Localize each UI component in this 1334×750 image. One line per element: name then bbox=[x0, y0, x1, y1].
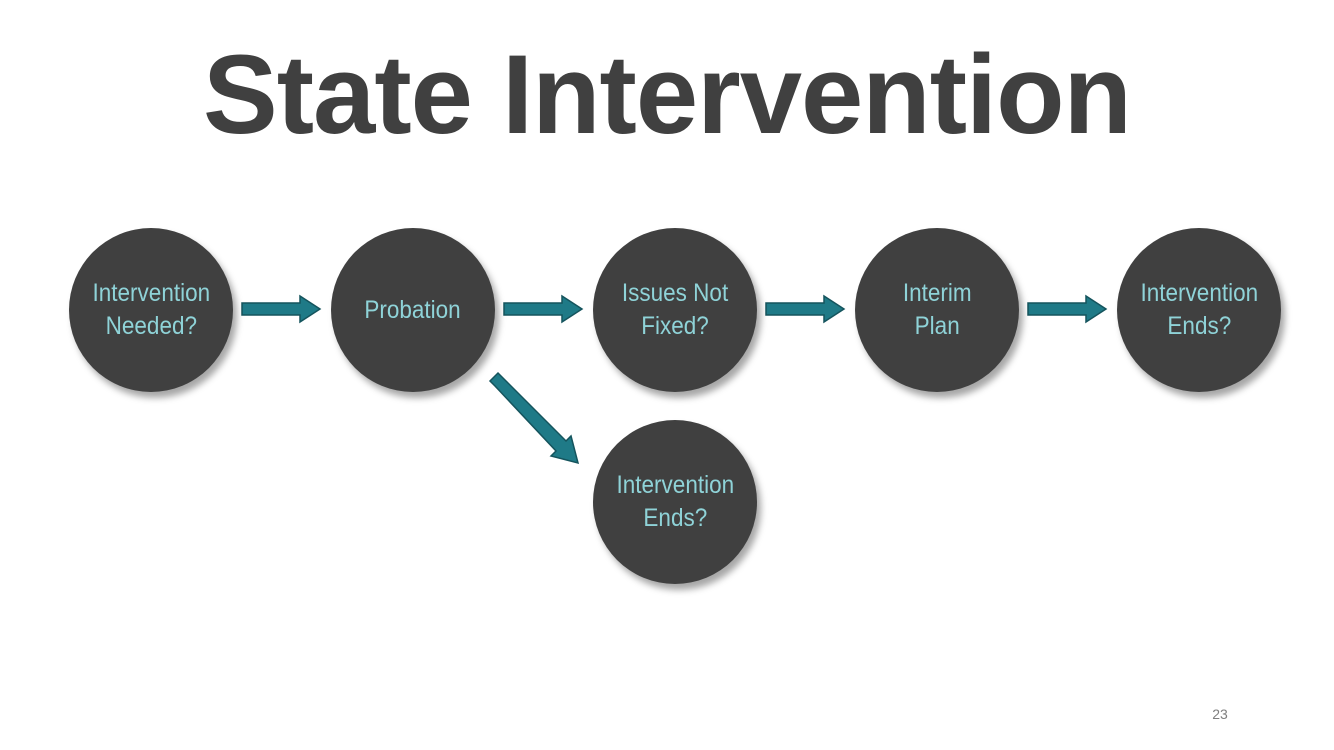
arrow-probation-to-issues-not-fixed bbox=[503, 294, 584, 324]
slide-title: State Intervention bbox=[203, 32, 1132, 157]
node-label: Probation bbox=[364, 295, 462, 324]
node-intervention-ends-branch: Intervention Ends? bbox=[593, 420, 757, 584]
node-label: Intervention Needed? bbox=[92, 279, 210, 340]
page-number: 23 bbox=[1212, 706, 1228, 722]
node-label: Intervention Ends? bbox=[616, 471, 734, 532]
arrow-intervention-needed-to-probation bbox=[241, 294, 322, 324]
node-issues-not-fixed: Issues Not Fixed? bbox=[593, 228, 757, 392]
arrow-interim-plan-to-intervention-ends bbox=[1027, 294, 1108, 324]
node-interim-plan: Interim Plan bbox=[855, 228, 1019, 392]
node-probation: Probation bbox=[331, 228, 495, 392]
node-label: Interim Plan bbox=[902, 279, 972, 340]
node-intervention-needed: Intervention Needed? bbox=[69, 228, 233, 392]
node-label: Intervention Ends? bbox=[1140, 279, 1258, 340]
arrow-probation-to-intervention-ends-branch bbox=[488, 371, 580, 465]
node-label: Issues Not Fixed? bbox=[621, 279, 729, 340]
node-intervention-ends-final: Intervention Ends? bbox=[1117, 228, 1281, 392]
arrow-issues-not-fixed-to-interim-plan bbox=[765, 294, 846, 324]
